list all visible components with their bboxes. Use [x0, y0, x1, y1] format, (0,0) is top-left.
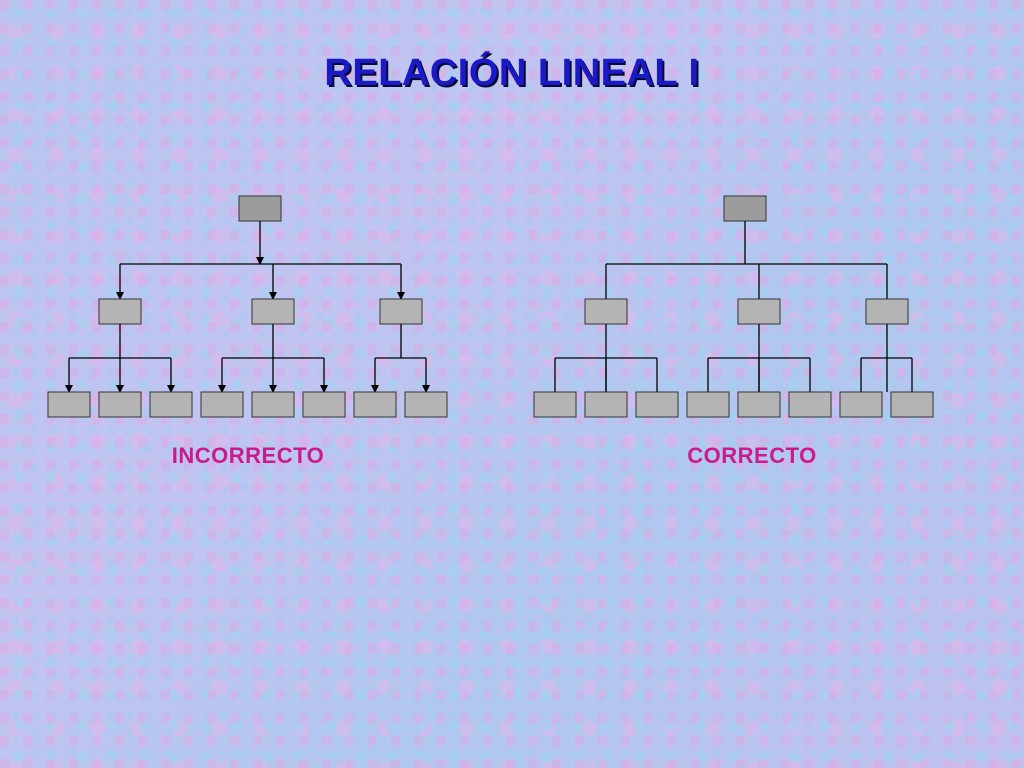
slide-title: RELACIÓN LINEAL I	[324, 52, 700, 94]
org-chart-incorrect	[47, 195, 448, 418]
tree-leaf-node	[890, 391, 934, 418]
tree-leaf-node	[149, 391, 193, 418]
tree-leaf-node	[302, 391, 346, 418]
label-correct: CORRECTO	[687, 443, 817, 468]
tree-leaf-node	[404, 391, 448, 418]
tree-leaf-node	[584, 391, 628, 418]
tree-middle-node	[737, 298, 781, 325]
tree-leaf-node	[737, 391, 781, 418]
org-chart-correct	[533, 195, 934, 418]
tree-leaf-node	[98, 391, 142, 418]
tree-middle-node	[379, 298, 423, 325]
tree-leaf-node	[686, 391, 730, 418]
tree-leaf-node	[47, 391, 91, 418]
tree-root-node	[723, 195, 767, 222]
label-incorrect: INCORRECTO	[172, 443, 325, 468]
tree-leaf-node	[635, 391, 679, 418]
tree-leaf-node	[533, 391, 577, 418]
tree-leaf-node	[839, 391, 883, 418]
tree-leaf-node	[788, 391, 832, 418]
tree-middle-node	[865, 298, 909, 325]
tree-middle-node	[584, 298, 628, 325]
tree-leaf-node	[251, 391, 295, 418]
tree-leaf-node	[200, 391, 244, 418]
tree-root-node	[238, 195, 282, 222]
tree-middle-node	[251, 298, 295, 325]
tree-middle-node	[98, 298, 142, 325]
tree-leaf-node	[353, 391, 397, 418]
